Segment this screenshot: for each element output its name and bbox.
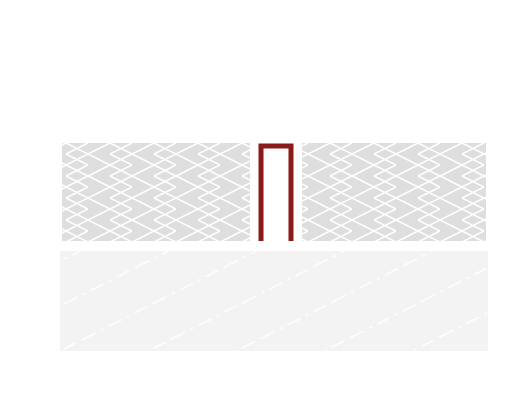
joint-gap — [250, 143, 302, 241]
joint-profile — [258, 143, 294, 241]
screed-layer — [60, 251, 488, 351]
right-tile-segment — [302, 143, 486, 241]
left-tile-segment — [62, 143, 250, 241]
